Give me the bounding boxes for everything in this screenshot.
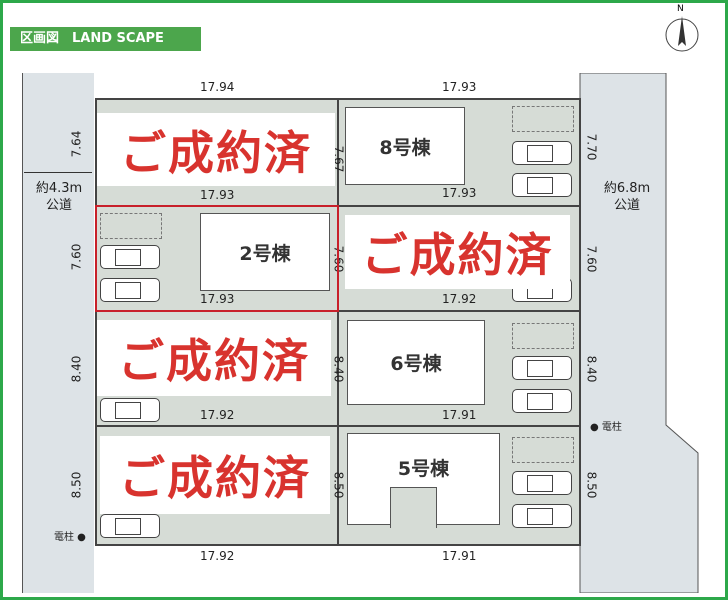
left-road <box>22 73 94 593</box>
compass: N <box>662 4 702 56</box>
sold-stamp: ご成約済 <box>345 215 570 289</box>
right-dim: 8.40 <box>584 355 599 383</box>
left-road-edge <box>22 73 23 593</box>
utility-pole-right: ● 電柱 <box>590 422 622 433</box>
car-icon <box>512 504 572 528</box>
inner-dim: 17.93 <box>200 188 235 202</box>
left-road-type: 公道 <box>45 198 72 213</box>
left-road-label: 約4.3m 公道 <box>24 180 94 214</box>
right-dim: 8.50 <box>584 471 599 499</box>
car-icon <box>512 173 572 197</box>
parking-space <box>512 437 574 463</box>
utility-pole-label: 電柱 <box>601 422 622 433</box>
inner-dim: 17.91 <box>442 408 477 422</box>
car-icon <box>100 398 160 422</box>
left-dim: 7.60 <box>69 243 84 271</box>
compass-icon <box>665 16 699 52</box>
right-road <box>579 73 699 593</box>
car-icon <box>100 514 160 538</box>
sold-stamp: ご成約済 <box>97 113 335 186</box>
parking-space <box>512 106 574 132</box>
bottom-dim-right: 17.91 <box>442 549 477 563</box>
utility-pole-label: 電柱 <box>54 532 74 543</box>
right-road-width: 約6.8m <box>603 181 651 196</box>
lot-2-highlight[interactable] <box>95 205 339 312</box>
house-2: 2号棟 <box>200 213 330 291</box>
compass-label: N <box>677 4 684 14</box>
right-road-label: 約6.8m 公道 <box>592 180 662 214</box>
left-road-width: 約4.3m <box>35 181 83 196</box>
inner-dim: 17.93 <box>442 186 477 200</box>
top-dim-right: 17.93 <box>442 80 477 94</box>
car-icon <box>100 245 160 269</box>
house-6: 6号棟 <box>347 320 485 405</box>
utility-pole-left: 電柱 ● <box>54 532 86 543</box>
house-8: 8号棟 <box>345 107 465 185</box>
header-title: 区画図 LAND SCAPE <box>10 27 201 51</box>
left-dim: 8.40 <box>69 355 84 383</box>
car-icon <box>100 278 160 302</box>
left-dim: 8.50 <box>69 471 84 499</box>
car-icon <box>512 141 572 165</box>
top-dim-left: 17.94 <box>200 80 235 94</box>
car-icon <box>512 471 572 495</box>
right-road-type: 公道 <box>613 198 640 213</box>
inner-dim: 17.92 <box>200 408 235 422</box>
house-5-notch <box>390 487 437 528</box>
inner-dim: 17.92 <box>442 292 477 306</box>
car-icon <box>512 356 572 380</box>
left-road-width-arrow <box>24 172 92 173</box>
right-dim: 7.60 <box>584 245 599 273</box>
car-icon <box>512 389 572 413</box>
sold-stamp: ご成約済 <box>97 320 331 396</box>
left-dim: 7.64 <box>69 130 84 158</box>
bottom-dim-left: 17.92 <box>200 549 235 563</box>
right-dim: 7.70 <box>584 133 599 161</box>
sold-stamp: ご成約済 <box>100 436 330 514</box>
mid-dim: 8.50 <box>331 471 346 499</box>
parking-space <box>512 323 574 349</box>
inner-dim: 17.93 <box>200 292 235 306</box>
parking-space <box>100 213 162 239</box>
mid-dim: 8.40 <box>331 355 346 383</box>
